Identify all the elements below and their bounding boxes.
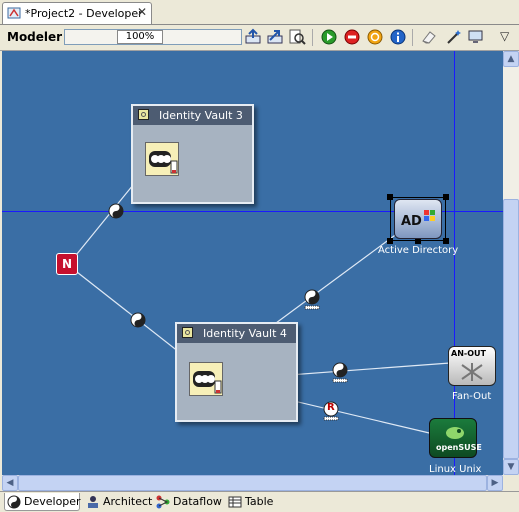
developer-icon (7, 7, 21, 19)
run-icon[interactable] (320, 28, 338, 46)
vault-icon (182, 327, 193, 338)
tab-label: Developer (24, 495, 81, 508)
vault-title: Identity Vault 4 (203, 327, 287, 340)
close-icon[interactable]: ✕ (137, 5, 148, 19)
editor-tab-title: *Project2 - Developer (25, 7, 143, 20)
scroll-right-button[interactable]: ▶ (487, 475, 503, 491)
view-menu-icon[interactable]: ▽ (500, 29, 510, 43)
active-directory-app-icon[interactable]: AD (394, 199, 442, 239)
zoom-slider[interactable]: 100% (64, 29, 242, 45)
horizontal-scrollbar[interactable]: ◀ ▶ (2, 475, 503, 491)
driver-icon[interactable] (108, 203, 124, 219)
horizontal-guide-line (2, 211, 503, 212)
ad-badge: AD (401, 214, 422, 229)
export-icon[interactable] (266, 28, 284, 46)
vault-icon (138, 109, 149, 120)
editor-tab[interactable]: *Project2 - Developer ✕ (2, 2, 152, 24)
deploy-icon[interactable] (244, 28, 262, 46)
tab-dataflow[interactable]: Dataflow (154, 493, 222, 511)
connector-badge: N (62, 257, 73, 271)
driver-r-badge: R (327, 402, 335, 413)
dataflow-tab-icon (156, 495, 170, 509)
modeler-toolbar: Modeler 100% ▽ (0, 25, 519, 51)
fan-out-badge: AN-OUT (451, 349, 486, 358)
table-tab-icon (228, 496, 242, 508)
tab-developer[interactable]: Developer (4, 493, 81, 511)
tab-label: Table (245, 495, 274, 508)
vertical-guide-line (454, 51, 455, 475)
stop-icon[interactable] (343, 28, 361, 46)
zoom-value[interactable]: 100% (117, 30, 163, 44)
vault-title: Identity Vault 3 (159, 109, 243, 122)
modeler-title: Modeler (7, 30, 63, 44)
linux-unix-label: Linux Unix (429, 464, 482, 475)
identity-vault-4[interactable]: Identity Vault 4 (175, 322, 298, 422)
vault-header: Identity Vault 4 (177, 324, 296, 343)
driver-r-icon[interactable]: R (322, 401, 340, 421)
vertical-scrollbar[interactable]: ▲ ▼ (503, 51, 519, 475)
modeler-canvas[interactable]: Identity Vault 3 Identity Vault 4 N (2, 51, 503, 475)
info-icon[interactable] (389, 28, 407, 46)
driver-icon[interactable] (303, 289, 321, 311)
monitor-icon[interactable] (467, 28, 485, 46)
vault-header: Identity Vault 3 (133, 106, 252, 125)
fan-out-app-icon[interactable]: AN-OUT (448, 346, 496, 386)
eraser-icon[interactable] (420, 28, 438, 46)
architect-tab-icon (88, 496, 98, 508)
driver-icon[interactable] (130, 312, 146, 328)
tab-label: Dataflow (173, 495, 222, 508)
developer-tab-icon (7, 495, 21, 509)
vault-server-icon[interactable] (189, 362, 223, 396)
vertical-scroll-thumb[interactable] (503, 199, 519, 459)
wand-icon[interactable] (445, 28, 463, 46)
fan-out-label: Fan-Out (452, 391, 492, 402)
vault-server-icon[interactable] (145, 142, 179, 176)
identity-vault-3[interactable]: Identity Vault 3 (131, 104, 254, 204)
toolbar-separator (412, 29, 413, 46)
refresh-icon[interactable] (366, 28, 384, 46)
tab-architect[interactable]: Architect (84, 493, 152, 511)
editor-tab-strip: *Project2 - Developer ✕ (0, 0, 519, 25)
scroll-down-button[interactable]: ▼ (503, 459, 519, 475)
view-tab-bar: Developer Architect Dataflow Table (0, 491, 519, 512)
find-icon[interactable] (288, 28, 306, 46)
active-directory-selection (387, 194, 449, 244)
tab-label: Architect (103, 495, 153, 508)
driver-icon[interactable] (331, 362, 349, 384)
linux-unix-app-icon[interactable]: openSUSE (429, 418, 482, 458)
scroll-up-button[interactable]: ▲ (503, 51, 519, 67)
tab-table[interactable]: Table (226, 493, 278, 511)
active-directory-label: Active Directory (378, 245, 459, 256)
toolbar-separator (312, 29, 313, 46)
novell-connector-icon[interactable]: N (56, 253, 78, 275)
suse-badge: openSUSE (436, 443, 482, 452)
scroll-left-button[interactable]: ◀ (2, 475, 18, 491)
horizontal-scroll-thumb[interactable] (18, 475, 487, 491)
